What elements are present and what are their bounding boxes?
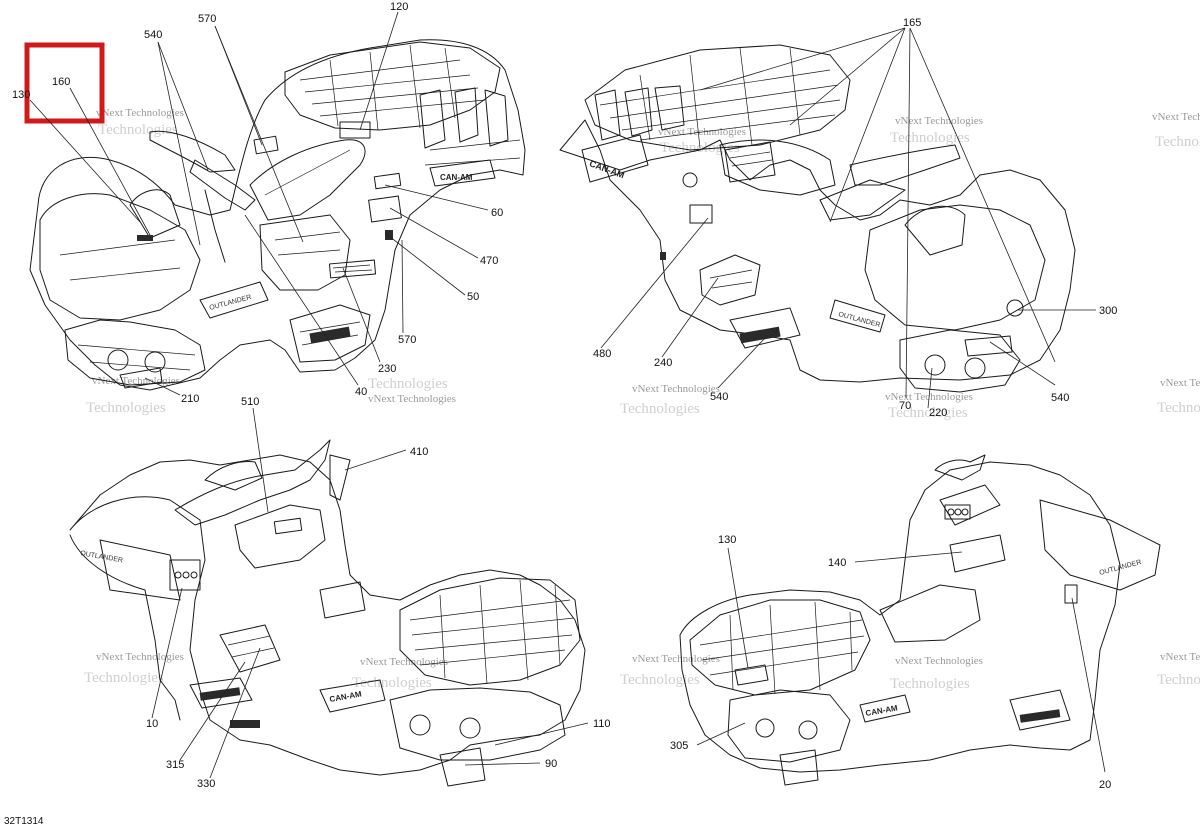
watermark: Technologies — [84, 670, 164, 686]
callout-210: 210 — [181, 393, 199, 405]
watermark: Technologies — [1155, 134, 1200, 150]
diagram-code: 32T1314 — [4, 816, 44, 827]
atv-view-lower-left: OUTLANDER CAN-AM — [69, 439, 586, 787]
callout-10: 10 — [146, 718, 158, 730]
svg-text:CAN-AM: CAN-AM — [329, 689, 363, 704]
callout-410: 410 — [410, 446, 428, 458]
callout-140: 140 — [828, 557, 846, 569]
svg-text:CAN-AM: CAN-AM — [440, 173, 473, 182]
watermark: vNext Technologies — [632, 653, 720, 665]
callout-305: 305 — [670, 740, 688, 752]
watermark: vNext Technologies — [895, 115, 983, 127]
callout-470: 470 — [480, 255, 498, 267]
callout-20: 20 — [1099, 779, 1111, 791]
watermark: Technologies — [86, 400, 166, 416]
atv-view-lower-right: OUTLANDER CAN-AM — [679, 454, 1161, 786]
svg-text:OUTLANDER: OUTLANDER — [80, 550, 124, 564]
callout-300: 300 — [1099, 305, 1117, 317]
watermark: Technologies — [890, 130, 970, 146]
watermark: vNext Technologies — [1160, 377, 1200, 389]
callout-480: 480 — [593, 348, 611, 360]
callout-130: 130 — [12, 89, 30, 101]
callout-540: 540 — [144, 29, 162, 41]
highlight-box — [24, 42, 105, 124]
callout-60: 60 — [491, 207, 503, 219]
callouts: 130 160 540 570 120 60 470 50 570 230 40… — [12, 1, 1117, 791]
watermark: vNext Technologies — [360, 656, 448, 668]
callout-165: 165 — [903, 17, 921, 29]
svg-text:OUTLANDER: OUTLANDER — [209, 294, 253, 312]
leader-lines — [29, 11, 1106, 779]
callout-315: 315 — [166, 759, 184, 771]
callout-570: 570 — [198, 13, 216, 25]
callout-110: 110 — [593, 718, 611, 730]
callout-40: 40 — [355, 386, 367, 398]
callout-240: 240 — [654, 357, 672, 369]
watermark: Technologies — [1157, 672, 1200, 688]
watermark: Technologies — [352, 675, 432, 691]
watermark: Technologies — [1157, 400, 1200, 416]
watermark: vNext Technologies — [96, 651, 184, 663]
callout-120: 120 — [390, 1, 408, 13]
watermark: Technologies — [98, 122, 178, 138]
callout-130: 130 — [718, 534, 736, 546]
watermark: vNext Technologies — [96, 107, 184, 119]
callout-540: 540 — [710, 391, 728, 403]
callout-230: 230 — [378, 363, 396, 375]
watermark: Technologies — [620, 672, 700, 688]
callout-160: 160 — [52, 76, 70, 88]
watermark: vNext Technologies — [895, 655, 983, 667]
watermark: vNext Technologies — [1160, 651, 1200, 663]
watermark: vNext Technologies — [1152, 111, 1200, 123]
atv-view-rear-right: CAN-AM OUTLANDER — [559, 44, 1076, 393]
watermark: vNext Technologies — [368, 393, 456, 405]
watermark: vNext Technologies — [632, 383, 720, 395]
callout-50: 50 — [467, 291, 479, 303]
callout-220: 220 — [929, 407, 947, 419]
callout-540: 540 — [1051, 392, 1069, 404]
svg-text:OUTLANDER: OUTLANDER — [1099, 559, 1143, 577]
atv-view-front-left: OUTLANDER CAN-AM — [29, 39, 526, 391]
watermark: Technologies — [890, 676, 970, 692]
watermarks: vNext Technologies Technologies vNext Te… — [84, 107, 1200, 692]
callout-70: 70 — [899, 400, 911, 412]
watermark: Technologies — [888, 405, 968, 421]
callout-90: 90 — [545, 758, 557, 770]
watermark: Technologies — [620, 401, 700, 417]
callout-330: 330 — [197, 778, 215, 790]
callout-510: 510 — [241, 396, 259, 408]
callout-570: 570 — [398, 334, 416, 346]
watermark: Technologies — [368, 376, 448, 392]
